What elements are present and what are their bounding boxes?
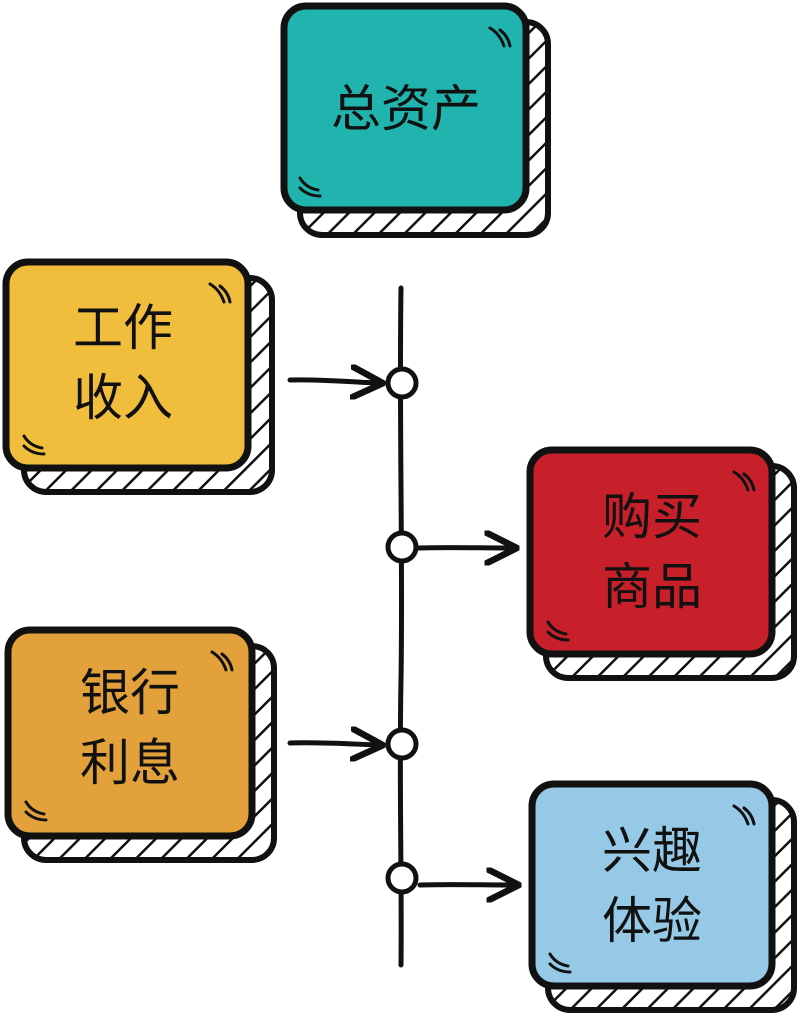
card-buy-goods-sketch-mark-2 [546,620,570,642]
card-interest-experience-line1: 兴趣 [602,822,702,880]
arrow-bank-interest-to-timeline [287,743,378,745]
card-work-income-face [2,258,252,472]
card-work-income-line1: 工作 [73,299,173,357]
card-bank-interest-line2: 利息 [80,734,180,792]
card-buy-goods-face [526,446,776,658]
timeline-node-3 [385,727,419,761]
card-bank-interest-sketch-mark-2 [24,800,48,822]
card-bank-interest-line1: 银行 [80,664,180,722]
card-buy-goods-sketch-mark [732,470,756,492]
card-interest-experience-sketch-mark-2 [548,952,572,974]
card-buy-goods-line1: 购买 [602,488,702,546]
card-work-income-line2: 收入 [73,369,173,427]
card-total-assets-sketch-mark-2 [298,176,322,198]
card-buy-goods-line2: 商品 [602,558,702,616]
card-interest-experience-line2: 体验 [602,892,702,950]
card-buy-goods: 购买 商品 [526,446,797,681]
card-work-income: 工作 收入 [2,258,275,495]
timeline-node-4 [385,861,419,895]
card-total-assets-face [280,2,530,214]
card-bank-interest: 银行 利息 [4,626,277,863]
card-work-income-sketch-mark [208,282,232,304]
card-total-assets-sketch-mark [488,26,512,48]
card-interest-experience: 兴趣 体验 [528,780,797,1013]
arrow-work-income-to-timeline [287,380,378,383]
timeline-node-1 [385,366,419,400]
card-bank-interest-face [4,626,256,840]
card-work-income-sketch-mark-2 [22,434,46,456]
card-interest-experience-face [528,780,776,990]
card-interest-experience-sketch-mark [732,804,756,826]
timeline-node-2 [385,530,419,564]
card-total-assets-label: 总资产 [331,80,481,138]
card-bank-interest-sketch-mark [210,650,234,672]
card-total-assets: 总资产 [280,2,551,238]
